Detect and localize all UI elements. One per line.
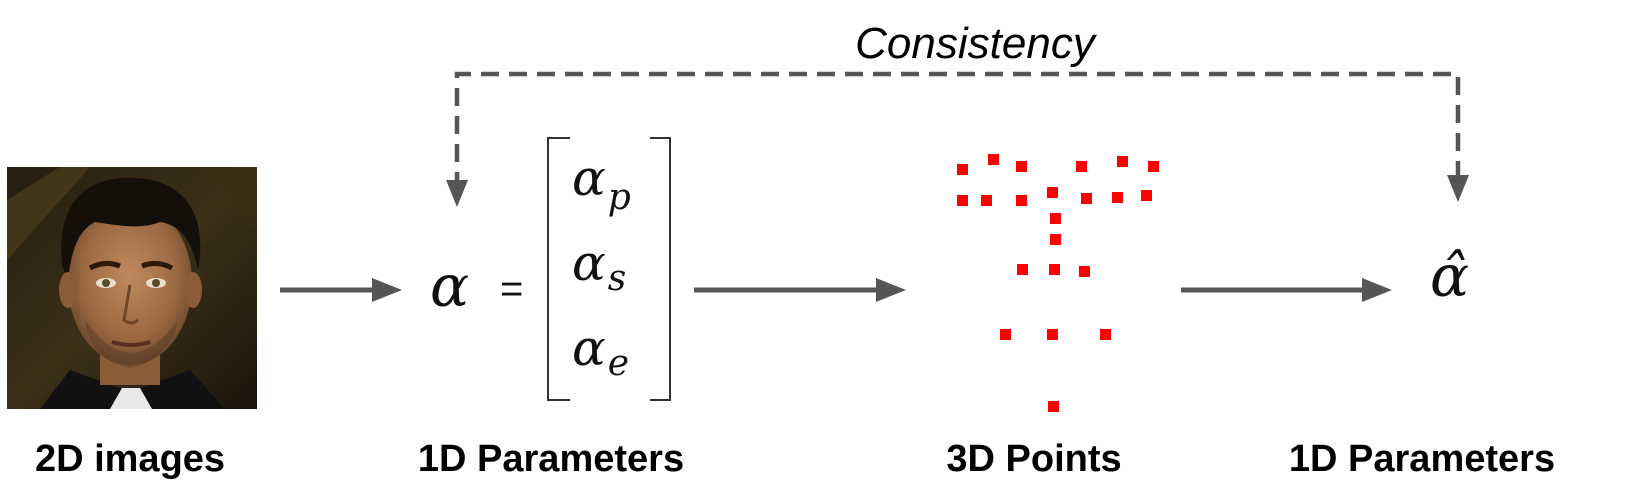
equals-sign: =	[500, 267, 523, 311]
parameter-vector: α = αp αs αe	[430, 137, 671, 401]
landmark-point	[1100, 329, 1111, 340]
consistency-title: Consistency	[855, 19, 1098, 68]
arrow-images-to-params	[280, 278, 402, 302]
landmark-point	[1050, 213, 1061, 224]
landmark-points	[957, 154, 1159, 412]
landmark-point	[1117, 156, 1128, 167]
landmark-point	[1017, 264, 1028, 275]
landmark-point	[1076, 161, 1087, 172]
landmark-point	[1079, 266, 1090, 277]
landmark-point	[1148, 161, 1159, 172]
alpha-p: αp	[572, 149, 631, 218]
caption-2d-images: 2D images	[35, 438, 225, 480]
consistency-loop	[446, 71, 1469, 207]
landmark-point	[981, 195, 992, 206]
landmark-point	[957, 195, 968, 206]
landmark-point	[1048, 401, 1059, 412]
landmark-point	[1016, 161, 1027, 172]
caption-3d-points: 3D Points	[946, 438, 1121, 480]
landmark-point	[1047, 187, 1058, 198]
landmark-point	[1049, 264, 1060, 275]
caption-1d-parameters-out: 1D Parameters	[1289, 438, 1555, 480]
landmark-point	[1050, 234, 1061, 245]
landmark-point	[957, 164, 968, 175]
caption-1d-parameters: 1D Parameters	[418, 438, 684, 480]
right-bracket	[650, 137, 671, 401]
arrow-params-to-points	[694, 278, 906, 302]
landmark-point	[1016, 195, 1027, 206]
alpha-symbol: α	[430, 252, 469, 320]
landmark-point	[1081, 193, 1092, 204]
landmark-point	[1000, 329, 1011, 340]
alpha-s: αs	[572, 234, 626, 299]
alpha-e: αe	[572, 319, 629, 384]
left-bracket	[547, 137, 570, 401]
landmark-point	[1047, 329, 1058, 340]
alpha-hat-symbol: α̂	[1430, 242, 1469, 310]
landmark-point	[1141, 190, 1152, 201]
landmark-point	[1112, 192, 1123, 203]
arrow-points-to-params	[1181, 278, 1392, 302]
face-photo	[7, 167, 257, 409]
landmark-point	[988, 154, 999, 165]
